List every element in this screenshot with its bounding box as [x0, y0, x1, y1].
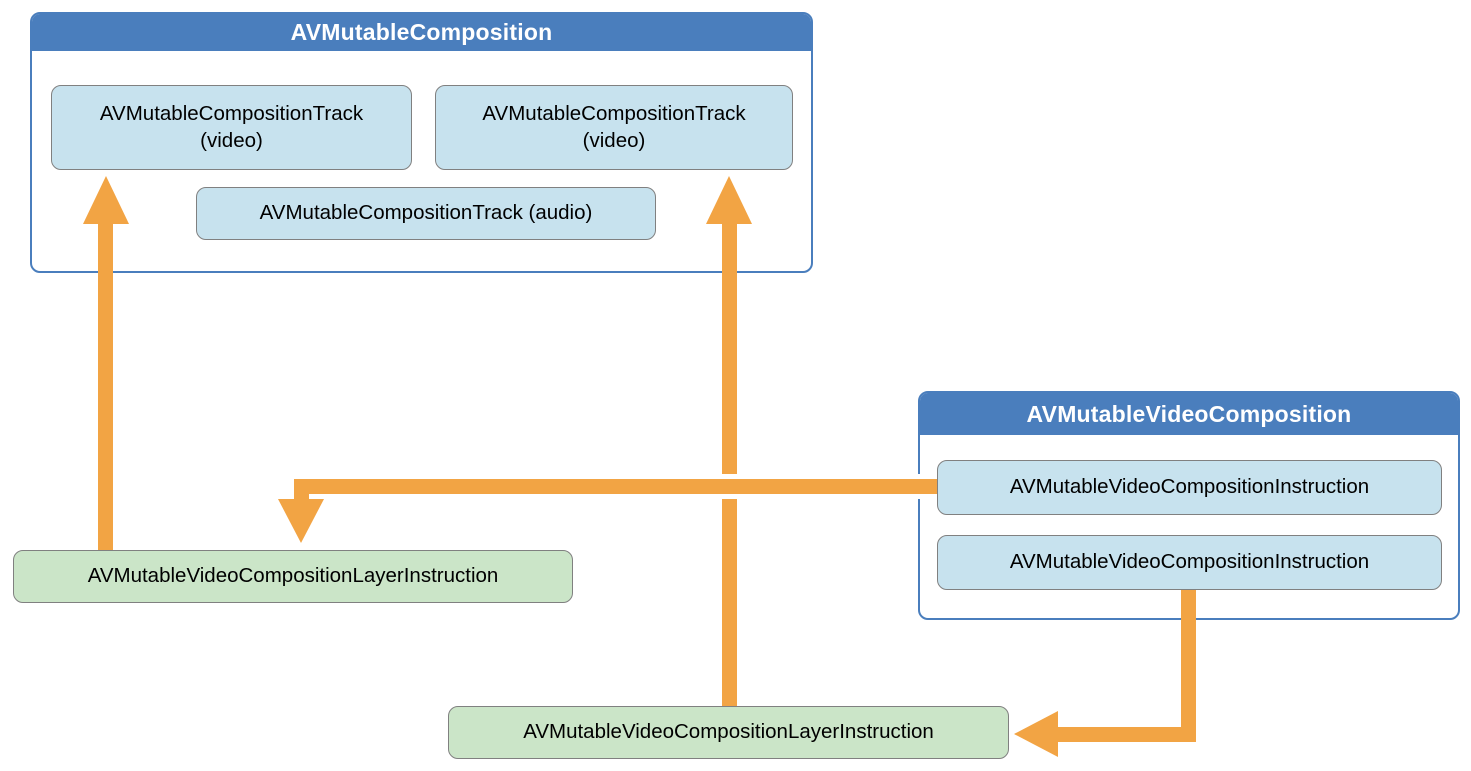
node-label: AVMutableVideoCompositionLayerInstructio…	[87, 564, 499, 588]
arrow-down-head-icon	[278, 499, 324, 543]
node-label-line1: AVMutableCompositionTrack	[99, 101, 364, 125]
video-composition-group-box: AVMutableVideoComposition AVMutableVideo…	[918, 391, 1460, 620]
node-composition-track-video-2: AVMutableCompositionTrack (video)	[435, 85, 793, 170]
node-composition-track-video-1: AVMutableCompositionTrack (video)	[51, 85, 412, 170]
node-layer-instruction-1: AVMutableVideoCompositionLayerInstructio…	[13, 550, 573, 603]
node-label: AVMutableCompositionTrack (audio)	[259, 201, 593, 225]
arrow-shaft-vertical	[98, 222, 113, 550]
arrow-shaft-horizontal	[1057, 727, 1196, 742]
node-layer-instruction-2: AVMutableVideoCompositionLayerInstructio…	[448, 706, 1009, 759]
arrow-corner	[294, 479, 309, 501]
node-video-composition-instruction-2: AVMutableVideoCompositionInstruction	[937, 535, 1442, 590]
arrow-up-head-icon	[706, 176, 752, 224]
node-label-line2: (video)	[200, 128, 263, 152]
node-label: AVMutableVideoCompositionInstruction	[1009, 550, 1370, 574]
node-label-line1: AVMutableCompositionTrack	[482, 101, 746, 125]
node-label: AVMutableVideoCompositionInstruction	[1009, 475, 1370, 499]
composition-group-header: AVMutableComposition	[32, 14, 811, 51]
arrow-shaft-vertical	[722, 222, 737, 706]
video-composition-group-title: AVMutableVideoComposition	[1026, 400, 1352, 427]
node-label: AVMutableVideoCompositionLayerInstructio…	[523, 720, 934, 744]
composition-group-box: AVMutableComposition AVMutableCompositio…	[30, 12, 813, 273]
arrow-left-head-icon	[1014, 711, 1058, 757]
arrow-shaft-horizontal	[301, 479, 937, 494]
arrow-shaft-vertical	[1181, 590, 1196, 742]
node-video-composition-instruction-1: AVMutableVideoCompositionInstruction	[937, 460, 1442, 515]
composition-group-title: AVMutableComposition	[290, 19, 553, 45]
node-label-line2: (video)	[582, 128, 646, 152]
node-composition-track-audio: AVMutableCompositionTrack (audio)	[196, 187, 656, 240]
arrow-up-head-icon	[83, 176, 129, 224]
video-composition-group-header: AVMutableVideoComposition	[920, 393, 1458, 435]
